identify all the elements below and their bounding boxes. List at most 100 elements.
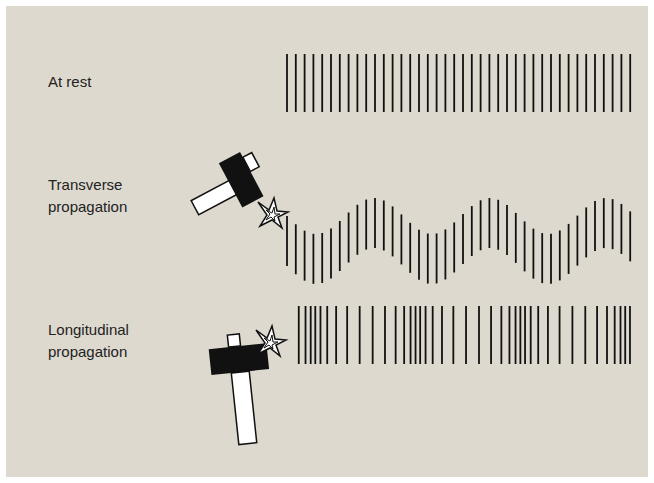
longitudinal-line [432, 306, 434, 364]
rest-line [339, 54, 341, 112]
longitudinal-line [509, 306, 511, 364]
longitudinal-line [606, 306, 608, 364]
longitudinal-line [596, 306, 598, 364]
longitudinal-line [614, 306, 616, 364]
longitudinal-line [465, 306, 467, 364]
longitudinal-line [490, 306, 492, 364]
longitudinal-line [519, 306, 521, 364]
rest-line [295, 54, 297, 112]
longitudinal-line [537, 306, 539, 364]
rest-line [304, 54, 306, 112]
hammer-face [227, 334, 240, 347]
rest-line [488, 54, 490, 112]
rest-line [506, 54, 508, 112]
transverse-line [524, 221, 526, 271]
star-inner [266, 207, 280, 221]
transverse-line [568, 224, 570, 274]
rest-line [515, 54, 517, 112]
rest-line [436, 54, 438, 112]
longitudinal-line [478, 306, 480, 364]
transverse-line [418, 230, 420, 280]
transverse-line [427, 234, 429, 284]
transverse-line [515, 213, 517, 263]
transverse-line [392, 206, 394, 256]
transverse-line [577, 216, 579, 266]
rest-line [471, 54, 473, 112]
transverse-line [603, 198, 605, 248]
longitudinal-line [305, 306, 307, 364]
rest-line [629, 54, 631, 112]
longitudinal-line [419, 306, 421, 364]
impact-star [258, 198, 288, 228]
hammer-face [243, 153, 259, 172]
transverse-line [471, 206, 473, 256]
longitudinal-line [415, 306, 417, 364]
transverse-line [453, 222, 455, 272]
rest-line [453, 54, 455, 112]
longitudinal-line [452, 306, 454, 364]
transverse-line [295, 224, 297, 274]
longitudinal-lines [299, 306, 630, 364]
rest-line [286, 54, 288, 112]
transverse-line [506, 205, 508, 255]
transverse-line [365, 200, 367, 250]
transverse-line [612, 199, 614, 249]
transverse-line [621, 204, 623, 254]
rest-line [383, 54, 385, 112]
longitudinal-line [559, 306, 561, 364]
longitudinal-line [384, 306, 386, 364]
rest-line [374, 54, 376, 112]
transverse-line [348, 213, 350, 263]
rest-line [497, 54, 499, 112]
longitudinal-line [500, 306, 502, 364]
transverse-line [312, 234, 314, 284]
star-outline [256, 326, 286, 356]
rest-line [348, 54, 350, 112]
transverse-line [330, 228, 332, 278]
transverse-line [339, 221, 341, 271]
longitudinal-line [298, 306, 300, 364]
transverse-line [286, 216, 288, 266]
background-panel [6, 6, 648, 477]
rest-line [550, 54, 552, 112]
impact-star [256, 326, 286, 356]
transverse-line [533, 229, 535, 279]
rest-line [400, 54, 402, 112]
rest-line [480, 54, 482, 112]
rest-line [594, 54, 596, 112]
rest-line [462, 54, 464, 112]
transverse-line [400, 214, 402, 264]
longitudinal-line [572, 306, 574, 364]
hammer-handle [231, 371, 256, 444]
rest-line [559, 54, 561, 112]
longitudinal-line [346, 306, 348, 364]
longitudinal-line [515, 306, 517, 364]
longitudinal-line [425, 306, 427, 364]
transverse-line [356, 205, 358, 255]
transverse-line [497, 200, 499, 250]
longitudinal-line [410, 306, 412, 364]
transverse-line [541, 233, 543, 283]
transverse-line [550, 234, 552, 284]
hammer-head [219, 152, 264, 207]
star-outline [258, 198, 288, 228]
longitudinal-line [326, 306, 328, 364]
rest-line [427, 54, 429, 112]
transverse-line [436, 233, 438, 283]
longitudinal-line [524, 306, 526, 364]
longitudinal-line [624, 306, 626, 364]
rest-line [356, 54, 358, 112]
rest-line [612, 54, 614, 112]
longitudinal-line [310, 306, 312, 364]
rest-line [321, 54, 323, 112]
longitudinal-line [314, 306, 316, 364]
rest-line [418, 54, 420, 112]
rest-line [330, 54, 332, 112]
rest-line [392, 54, 394, 112]
hammer-head [209, 343, 269, 375]
longitudinal-line [620, 306, 622, 364]
longitudinal-line [335, 306, 337, 364]
rest-line [409, 54, 411, 112]
longitudinal-line [441, 306, 443, 364]
transverse-line [374, 198, 376, 248]
